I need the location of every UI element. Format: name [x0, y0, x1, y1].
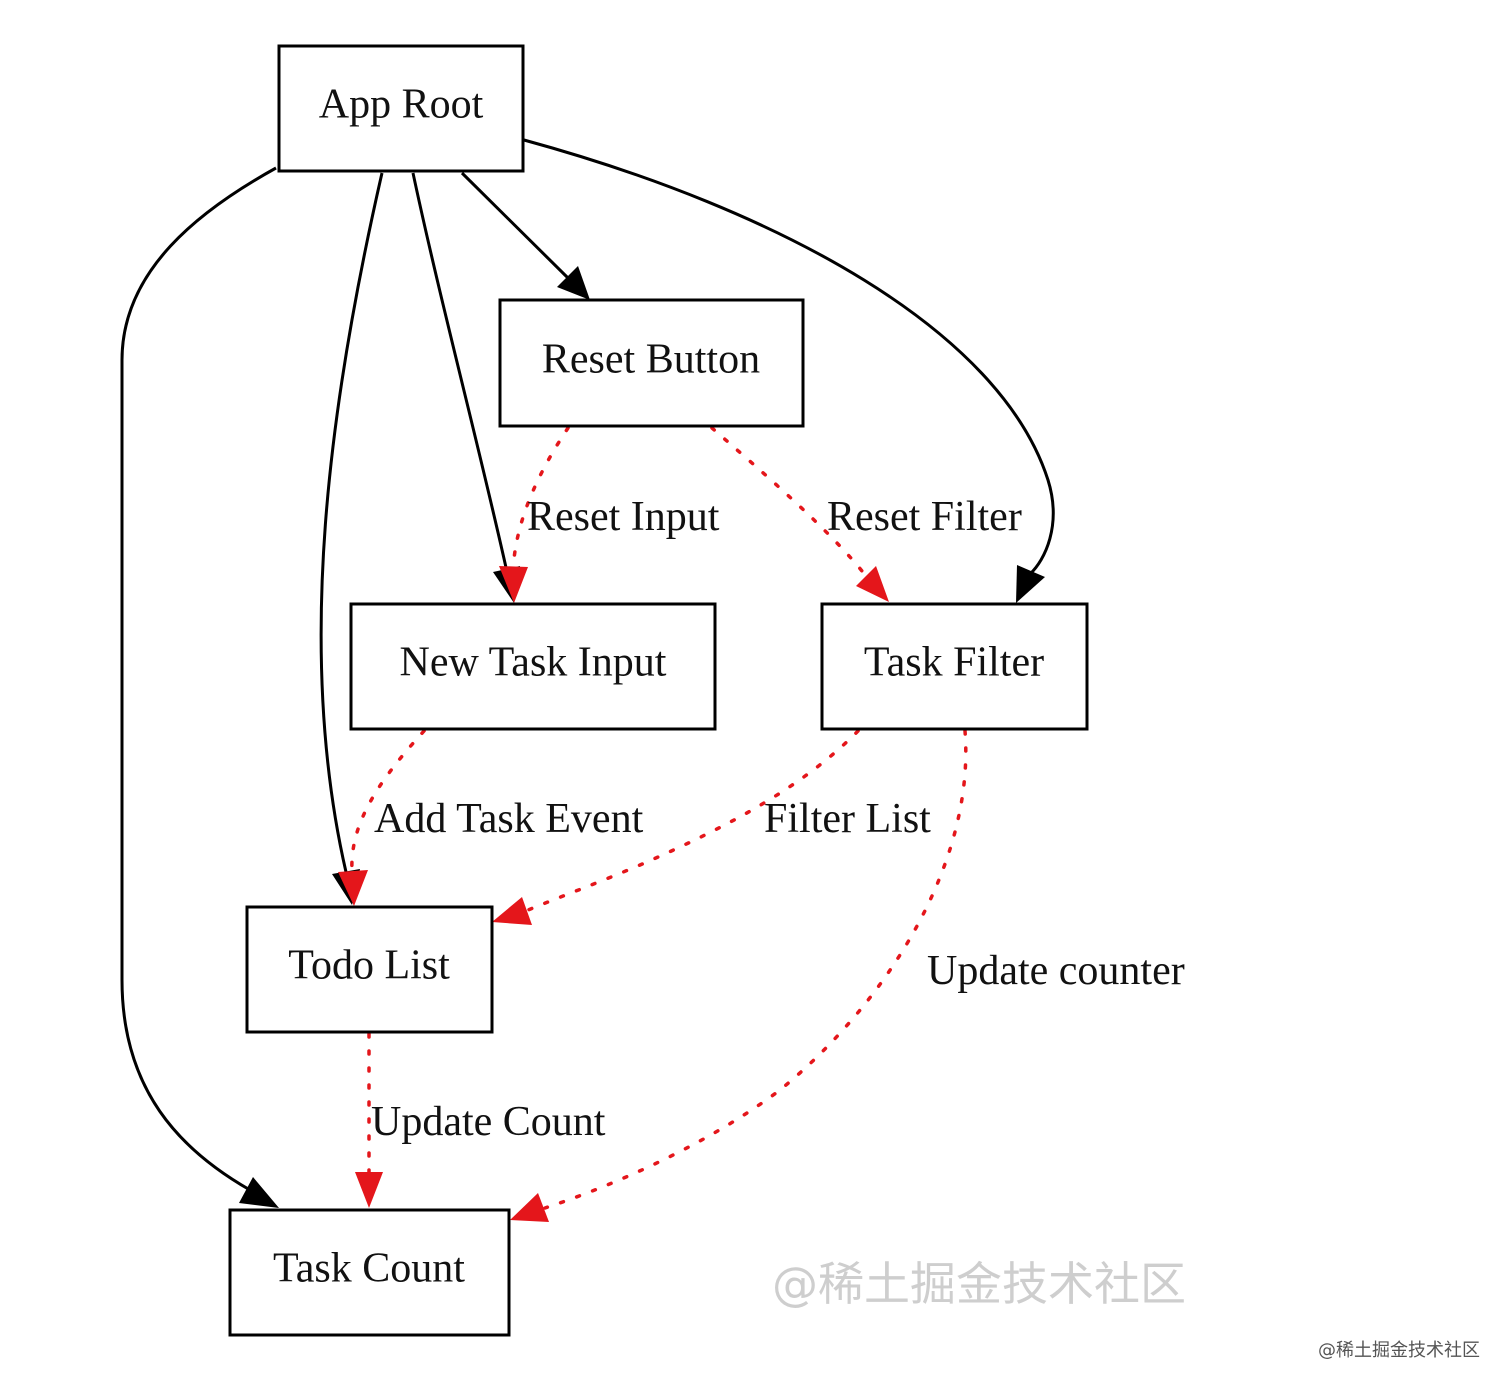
node-label-reset-button: Reset Button: [542, 337, 760, 383]
node-label-new-task-input: New Task Input: [400, 640, 667, 686]
node-app-root: App Root: [277, 44, 525, 173]
node-todo-list: Todo List: [245, 905, 494, 1034]
watermark-small: @稀土掘金技术社区: [1318, 1340, 1480, 1361]
edge-reset-input: [511, 426, 570, 574]
arrowhead-filter-list: [492, 897, 532, 925]
node-task-count: Task Count: [228, 1208, 511, 1337]
node-task-filter: Task Filter: [820, 602, 1089, 731]
arrowhead-root-to-reset-button: [557, 266, 590, 300]
edge-label-add-task-event: Add Task Event: [374, 796, 644, 842]
arrowhead-root-to-task-count: [239, 1177, 279, 1208]
edge-root-to-task-filter: [523, 138, 1055, 576]
node-reset-button: Reset Button: [498, 298, 805, 428]
node-new-task-input: New Task Input: [349, 602, 717, 731]
edge-label-filter-list: Filter List: [764, 796, 931, 842]
edge-root-to-reset-button: [460, 171, 570, 280]
node-label-task-filter: Task Filter: [864, 640, 1044, 686]
arrowhead-reset-filter: [856, 566, 889, 602]
node-label-app-root: App Root: [319, 82, 484, 128]
edge-reset-filter: [710, 426, 868, 578]
arrowhead-update-count: [355, 1172, 383, 1208]
arrowhead-update-counter: [510, 1193, 549, 1222]
edge-root-to-todo-list: [319, 172, 384, 873]
arrowhead-reset-input: [499, 566, 528, 603]
edge-label-update-counter: Update counter: [927, 948, 1185, 994]
node-label-task-count: Task Count: [273, 1246, 465, 1292]
watermark-large: @稀土掘金技术社区: [772, 1257, 1186, 1311]
edge-root-to-new-task-input: [411, 172, 509, 573]
node-label-todo-list: Todo List: [288, 943, 450, 989]
edge-label-update-count: Update Count: [371, 1099, 606, 1145]
edge-label-reset-filter: Reset Filter: [827, 494, 1022, 540]
edge-root-to-task-count: [120, 166, 277, 1192]
arrowhead-root-to-task-filter: [1016, 565, 1045, 603]
edge-label-reset-input: Reset Input: [527, 494, 720, 540]
arrowhead-add-task-event: [338, 870, 368, 906]
